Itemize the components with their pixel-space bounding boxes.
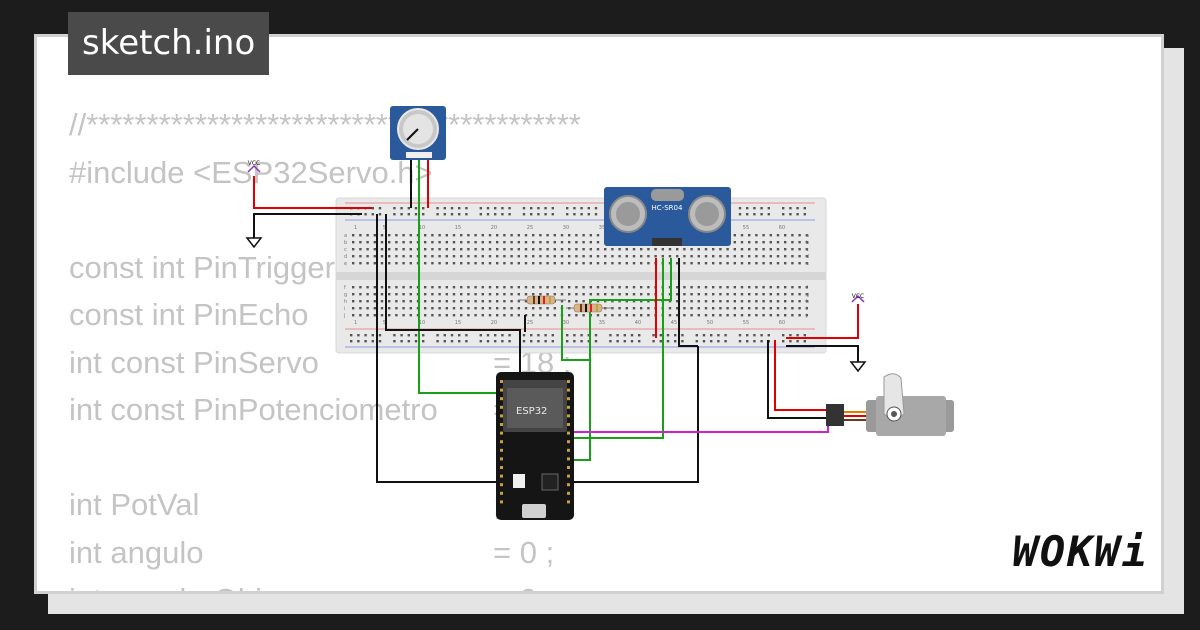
svg-text:VCC: VCC — [248, 160, 260, 167]
breadboard-column-number: 20 — [491, 225, 497, 231]
wire-bb-to-esp — [385, 214, 521, 372]
wokwi-logo: WOKWi — [1012, 527, 1149, 576]
wire-sensor-gnd — [678, 258, 698, 347]
code-line-value: = 0 ; — [493, 576, 554, 591]
breadboard-column-number: 50 — [707, 320, 713, 326]
gnd-symbol-left — [245, 237, 263, 249]
breadboard-column-number: 5 — [383, 225, 386, 231]
breadboard-column-number: 25 — [527, 225, 533, 231]
breadboard-column-number: 55 — [743, 320, 749, 326]
vcc-symbol-right: VCC — [851, 293, 865, 303]
resistor-2[interactable] — [573, 303, 603, 313]
svg-text:HC-SR04: HC-SR04 — [652, 204, 683, 212]
breadboard-column-number: 35 — [599, 320, 605, 326]
code-line-value: = 0 ; — [493, 534, 555, 570]
breadboard-row-letter: a — [806, 233, 809, 239]
window-title: sketch.ino — [68, 12, 270, 75]
breadboard-column-number: 15 — [455, 320, 461, 326]
esp32-board[interactable]: ESP32 — [496, 372, 574, 520]
breadboard-column-number: 25 — [527, 320, 533, 326]
breadboard-row-letter: g — [344, 292, 347, 298]
breadboard-row-letter: h — [806, 299, 809, 305]
wire-pot-signal — [418, 157, 502, 394]
servo-motor[interactable] — [826, 373, 954, 436]
breadboard-row-letter: j — [805, 313, 807, 319]
breadboard-row-letter: d — [806, 254, 809, 260]
breadboard-row-letter: e — [806, 261, 809, 267]
vcc-symbol-left: VCC — [247, 160, 261, 173]
wire-sensor-echo — [572, 258, 664, 439]
breadboard-column-number: 30 — [563, 225, 569, 231]
breadboard-row-letter: f — [344, 285, 346, 291]
breadboard-column-number: 10 — [419, 320, 425, 326]
breadboard-column-number: 60 — [779, 225, 785, 231]
code-line-text: int angularObj — [69, 576, 262, 591]
wire-vcc-right — [786, 304, 859, 339]
breadboard-column-number: 5 — [383, 320, 386, 326]
breadboard-column-number: 30 — [563, 320, 569, 326]
wire-servo-gnd — [767, 340, 828, 419]
wire-sensor-trig — [572, 258, 672, 461]
breadboard-row-letter: i — [344, 306, 345, 312]
breadboard-column-number: 1 — [354, 320, 357, 326]
code-line-text: //**************************************… — [69, 107, 581, 142]
wire-gnd-left — [253, 213, 362, 238]
code-line-text: const int PinEcho — [69, 297, 309, 332]
code-line-text: int const PinServo — [69, 344, 319, 380]
code-line-text: #include <ESP32Servo.h> — [69, 154, 433, 190]
svg-text:VCC: VCC — [852, 293, 864, 300]
breadboard-row-letter: b — [806, 240, 809, 246]
wire-gnd-right — [786, 345, 859, 362]
breadboard-column-number: 1 — [354, 225, 357, 231]
breadboard-column-number: 10 — [419, 225, 425, 231]
wire-vcc-left — [253, 176, 372, 209]
code-line-text: int angulo — [69, 534, 204, 570]
breadboard-row-letter: i — [806, 306, 807, 312]
wire-servo-vcc — [774, 340, 828, 411]
breadboard-column-number: 15 — [455, 225, 461, 231]
breadboard-row-letter: e — [344, 261, 347, 267]
breadboard-column-number: 45 — [671, 320, 677, 326]
breadboard-row-letter: a — [344, 233, 347, 239]
potentiometer[interactable] — [390, 106, 446, 160]
breadboard-column-number: 40 — [635, 320, 641, 326]
breadboard-column-number: 55 — [743, 225, 749, 231]
ultrasonic-sensor[interactable]: HC-SR04 — [604, 187, 731, 246]
breadboard-column-number: 35 — [599, 225, 605, 231]
breadboard-row-letter: j — [343, 313, 345, 319]
code-line-text: int PotVal — [69, 487, 200, 522]
gnd-symbol-right — [849, 361, 867, 373]
resistor-1[interactable] — [526, 295, 556, 305]
breadboard-column-number: 20 — [491, 320, 497, 326]
breadboard-row-letter: d — [344, 254, 347, 260]
svg-text:ESP32: ESP32 — [516, 406, 547, 417]
code-line-text: const int PinTrigger — [69, 249, 335, 285]
breadboard-column-number: 60 — [779, 320, 785, 326]
breadboard-row-letter: b — [344, 240, 347, 246]
breadboard-row-letter: c — [344, 247, 347, 253]
breadboard-row-letter: g — [806, 292, 809, 298]
breadboard-row-letter: h — [344, 299, 347, 305]
breadboard-row-letter: f — [806, 285, 808, 291]
wire-servo-signal — [572, 425, 829, 433]
breadboard-row-letter: c — [806, 247, 809, 253]
